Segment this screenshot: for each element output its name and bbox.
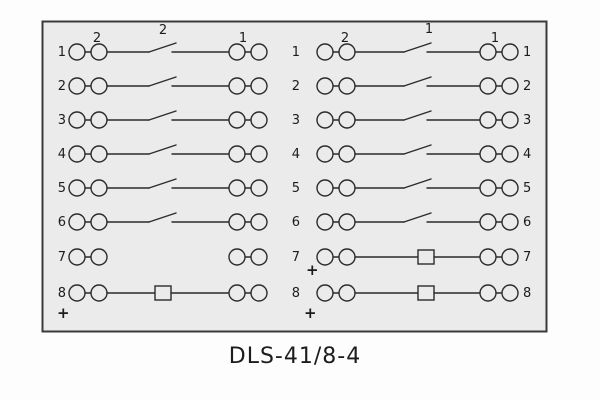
- polarity-plus: +: [304, 304, 317, 322]
- row-label: 3: [292, 113, 300, 128]
- row-label: 6: [58, 215, 66, 230]
- right-row-8: 8 8 +: [292, 284, 531, 322]
- row-label: 3: [523, 113, 531, 128]
- contact-blade: [148, 76, 177, 87]
- annotation-terminal-1: 1: [239, 31, 247, 46]
- row-label: 2: [58, 79, 66, 94]
- coil-symbol: [417, 249, 435, 265]
- row-label: 4: [523, 147, 531, 162]
- diagram-frame: [41, 20, 548, 333]
- left-row-8: 8 +: [57, 284, 268, 322]
- row-label: 6: [523, 215, 531, 230]
- contact-blade: [148, 212, 177, 223]
- right-row-7: 7 7 +: [292, 248, 531, 279]
- row-label: 5: [292, 181, 300, 196]
- contact-blade: [403, 212, 432, 223]
- left-row-4: 4: [58, 144, 268, 163]
- contact-blade: [403, 42, 432, 53]
- row-label: 1: [58, 45, 66, 60]
- annotation-pole-2: 2: [341, 31, 349, 46]
- row-label: 7: [58, 250, 66, 265]
- contact-blade: [148, 178, 177, 189]
- contact-blade: [403, 178, 432, 189]
- left-row-2: 2: [58, 76, 268, 95]
- coil-symbol: [154, 285, 172, 301]
- row-label: 8: [292, 286, 300, 301]
- right-row-6: 6 6: [292, 212, 531, 231]
- left-row-1: 1: [58, 42, 268, 61]
- contact-blade: [403, 144, 432, 155]
- contact-blade: [403, 76, 432, 87]
- contact-blade: [148, 144, 177, 155]
- row-label: 2: [523, 79, 531, 94]
- annotation-contact-2: 2: [159, 23, 167, 38]
- row-label: 4: [58, 147, 66, 162]
- row-label: 1: [292, 45, 300, 60]
- left-row-7: 7: [58, 248, 268, 266]
- right-row-4: 4 4: [292, 144, 531, 163]
- model-caption: DLS-41/8-4: [229, 344, 361, 369]
- annotation-contact-1: 1: [425, 22, 433, 37]
- annotation-pole-2: 2: [93, 31, 101, 46]
- row-label: 7: [292, 250, 300, 265]
- row-label: 8: [523, 286, 531, 301]
- left-row-3: 3: [58, 110, 268, 129]
- contact-blade: [148, 110, 177, 121]
- row-label: 7: [523, 250, 531, 265]
- row-label: 6: [292, 215, 300, 230]
- coil-symbol: [417, 285, 435, 301]
- row-label: 3: [58, 113, 66, 128]
- polarity-plus: +: [306, 261, 319, 279]
- row-label: 4: [292, 147, 300, 162]
- annotation-terminal-1: 1: [491, 31, 499, 46]
- row-label: 5: [523, 181, 531, 196]
- contact-blade: [403, 110, 432, 121]
- right-row-1: 1 1: [292, 42, 531, 61]
- left-row-6: 6: [58, 212, 268, 231]
- right-row-3: 3 3: [292, 110, 531, 129]
- polarity-plus: +: [57, 304, 70, 322]
- row-label: 5: [58, 181, 66, 196]
- left-row-5: 5: [58, 178, 268, 197]
- right-row-2: 2 2: [292, 76, 531, 95]
- contact-blade: [148, 42, 177, 53]
- row-label: 2: [292, 79, 300, 94]
- row-label: 1: [523, 45, 531, 60]
- right-row-5: 5 5: [292, 178, 531, 197]
- row-label: 8: [58, 286, 66, 301]
